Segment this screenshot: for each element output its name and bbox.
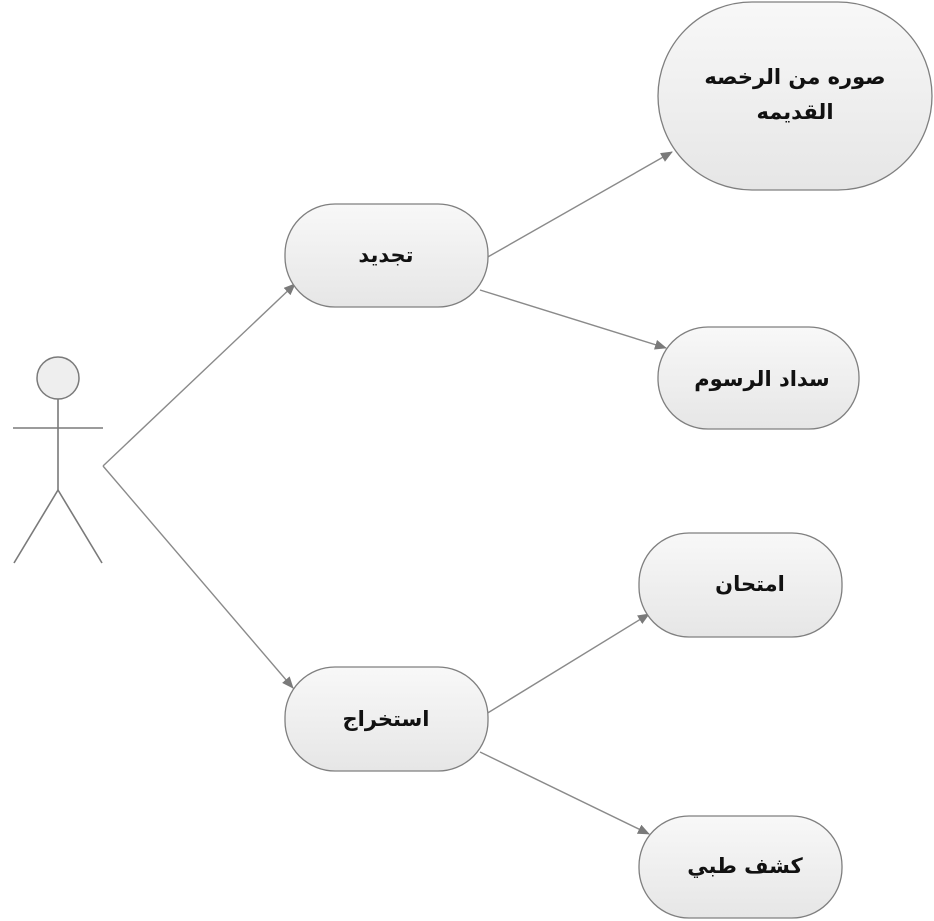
edge-actor-to-renew [102, 283, 296, 467]
use-case-renew[interactable]: تجديد [284, 203, 489, 308]
edge-renew-to-pay-fees [479, 289, 667, 350]
use-case-renew-label: تجديد [358, 243, 413, 267]
edge-actor-to-issue [102, 465, 294, 689]
use-case-pay-fees[interactable]: سداد الرسوم [657, 326, 860, 430]
use-case-old-license-copy-label-line2: القديمه [756, 100, 833, 124]
use-case-exam-label: امتحان [715, 572, 785, 596]
actor-icon [13, 356, 103, 564]
use-case-old-license-copy[interactable]: صوره من الرخصه القديمه [657, 1, 933, 191]
edge-renew-to-old-license-copy [485, 151, 673, 259]
use-case-pay-fees-label: سداد الرسوم [694, 367, 829, 391]
edge-issue-to-exam [485, 613, 650, 715]
use-case-exam[interactable]: امتحان [638, 532, 843, 638]
edge-issue-to-medical-check [479, 751, 650, 835]
use-case-medical-check[interactable]: كشف طبي [638, 815, 843, 919]
actor-left-leg [13, 489, 59, 564]
actor-head [36, 356, 80, 400]
use-case-issue[interactable]: استخراج [284, 666, 489, 772]
use-case-medical-check-label: كشف طبي [687, 854, 803, 878]
use-case-old-license-copy-label-line1: صوره من الرخصه [704, 65, 885, 89]
use-case-issue-label: استخراج [343, 707, 430, 732]
actor-right-leg [57, 489, 103, 564]
